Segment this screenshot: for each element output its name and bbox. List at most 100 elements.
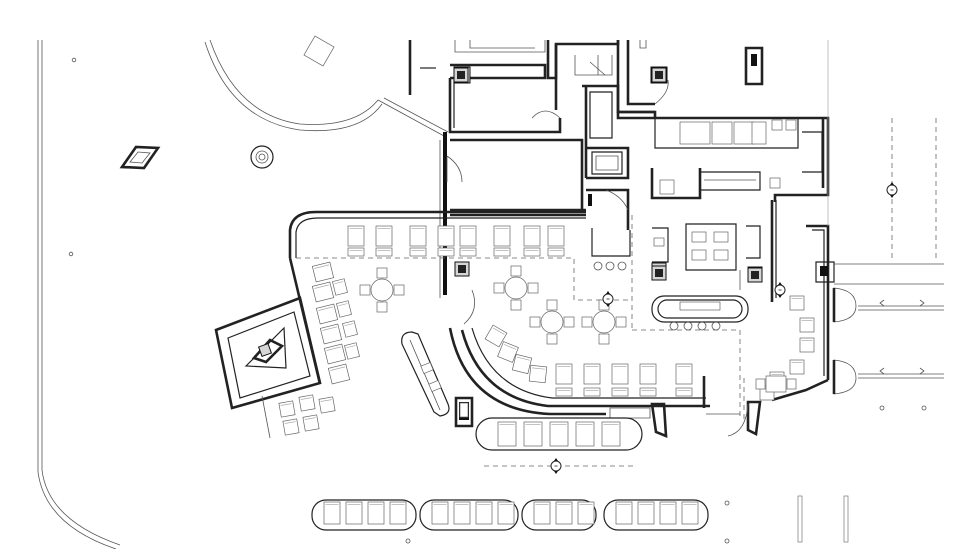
chair — [453, 501, 471, 525]
chair — [799, 337, 815, 353]
round-table — [493, 265, 539, 311]
chair — [323, 343, 347, 365]
chair — [282, 418, 300, 436]
chair — [311, 261, 335, 283]
chair — [459, 247, 477, 257]
chair — [409, 225, 427, 247]
sidewalk-bench — [419, 499, 519, 531]
chair — [659, 501, 677, 525]
column — [651, 67, 667, 83]
upper-rooms — [408, 40, 764, 134]
tree-circle — [250, 145, 274, 169]
round-table — [529, 299, 575, 345]
chair — [547, 225, 565, 247]
chair — [789, 359, 805, 375]
chair — [347, 247, 365, 257]
chair — [311, 281, 335, 303]
chair — [342, 320, 358, 338]
elevation-marker — [886, 182, 898, 198]
chair — [389, 501, 407, 525]
chair — [555, 501, 573, 525]
chair — [523, 247, 541, 257]
elevation-marker — [550, 458, 562, 474]
site-landscape — [37, 35, 449, 549]
chair — [611, 387, 629, 397]
sidewalk-bench — [603, 499, 709, 531]
chair — [319, 323, 343, 345]
chair — [549, 421, 569, 447]
chair — [375, 247, 393, 257]
chair — [511, 353, 533, 375]
chair — [799, 317, 815, 333]
bar-counter — [651, 295, 749, 331]
square-table — [755, 375, 797, 393]
elevation-marker — [774, 282, 786, 298]
chair — [675, 387, 693, 397]
structural-columns — [453, 67, 763, 283]
chair — [375, 225, 393, 247]
sidewalk-markers — [405, 495, 849, 544]
chair — [497, 501, 515, 525]
chair — [344, 342, 360, 360]
column — [454, 261, 470, 277]
kitchen — [616, 112, 830, 330]
chair — [484, 324, 508, 348]
chair — [639, 363, 657, 385]
column — [453, 67, 469, 83]
chair — [615, 501, 633, 525]
column — [747, 267, 763, 283]
chair — [611, 363, 629, 385]
chair — [327, 363, 351, 385]
chair — [575, 421, 595, 447]
chair — [497, 341, 519, 363]
chair — [583, 363, 601, 385]
chair — [302, 414, 320, 432]
planter-diamond-upper — [119, 145, 161, 170]
round-table — [359, 267, 405, 313]
elevation-marker — [602, 291, 614, 307]
chair — [437, 247, 455, 257]
chair — [278, 400, 296, 418]
patio — [454, 378, 762, 467]
chair — [547, 247, 565, 257]
chair — [336, 300, 352, 318]
chair — [493, 247, 511, 257]
chair — [493, 225, 511, 247]
chair — [497, 421, 517, 447]
chair — [332, 278, 348, 296]
chair — [555, 387, 573, 397]
chair — [347, 225, 365, 247]
chair — [437, 225, 455, 247]
chair — [639, 387, 657, 397]
entry-doors — [827, 40, 944, 411]
dining-seating — [278, 225, 815, 531]
chair — [681, 501, 699, 525]
chair — [533, 501, 551, 525]
chair — [583, 387, 601, 397]
chair — [555, 363, 573, 385]
curved-banquette — [448, 289, 740, 419]
chair — [431, 501, 449, 525]
chair — [367, 501, 385, 525]
chair — [601, 421, 621, 447]
chair — [345, 501, 363, 525]
chair — [523, 225, 541, 247]
service-corridor — [439, 84, 657, 298]
chair — [315, 303, 339, 325]
chair — [459, 225, 477, 247]
chair — [675, 363, 693, 385]
round-table — [581, 299, 627, 345]
host-stand — [401, 331, 450, 417]
sidewalk-bench — [311, 499, 417, 531]
chair — [323, 501, 341, 525]
chair — [789, 295, 805, 311]
chair — [318, 396, 336, 414]
chair — [528, 364, 548, 384]
patio-bench — [475, 417, 643, 451]
column — [651, 265, 667, 281]
chair — [475, 501, 493, 525]
chair — [637, 501, 655, 525]
chair — [577, 501, 595, 525]
sidewalk-bench — [521, 499, 597, 531]
